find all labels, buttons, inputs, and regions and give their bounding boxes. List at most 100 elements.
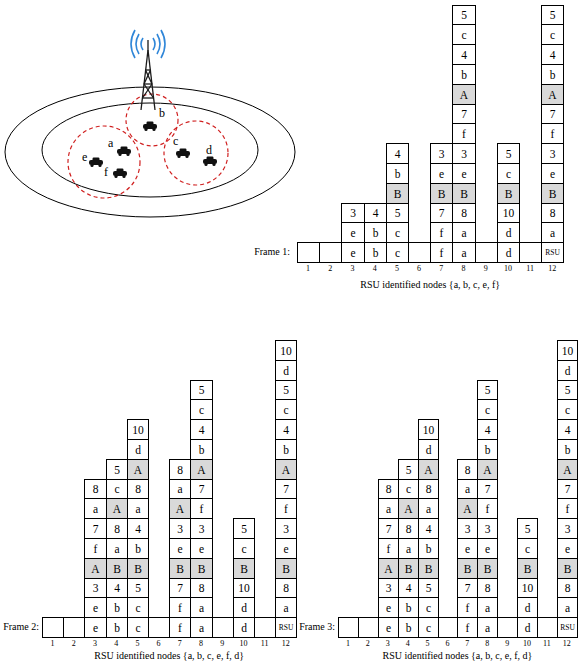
slot-number: 2 bbox=[63, 639, 84, 648]
grid-cell: e bbox=[541, 163, 564, 184]
grid-cell: b bbox=[127, 538, 149, 559]
cell-text: f bbox=[462, 128, 466, 140]
cell-text: b bbox=[426, 543, 432, 555]
cell-text: a bbox=[465, 483, 470, 495]
cell-text: b bbox=[135, 543, 141, 555]
grid-cell: a bbox=[190, 617, 213, 638]
grid-cell: 8 bbox=[127, 479, 149, 499]
inner-coverage-ring bbox=[42, 103, 258, 197]
cell-text: 4 bbox=[114, 582, 120, 594]
cell-text: 8 bbox=[406, 523, 412, 535]
cell-text: f bbox=[466, 602, 470, 614]
cell-text: e bbox=[350, 227, 355, 239]
grid-cell: b bbox=[418, 538, 439, 559]
cell-text: RSU bbox=[279, 622, 294, 634]
frame-label: Frame 3: bbox=[299, 621, 335, 633]
grid-cell: 3 bbox=[169, 518, 191, 539]
grid-cell: B bbox=[233, 558, 255, 579]
grid-cell: c bbox=[386, 222, 409, 243]
cell-text: 3 bbox=[93, 582, 99, 594]
grid-cell bbox=[297, 242, 320, 263]
grid-cell: b bbox=[398, 617, 419, 638]
grid-cell: 3 bbox=[557, 518, 578, 539]
grid-cell: e bbox=[341, 242, 365, 263]
cell-text: e bbox=[177, 543, 182, 555]
grid-cell: 4 bbox=[541, 44, 564, 65]
grid-cell: 5 bbox=[275, 380, 297, 400]
grid-cell: b bbox=[398, 597, 419, 618]
cell-text: e bbox=[465, 543, 470, 555]
grid-cell: c bbox=[275, 399, 297, 420]
grid-cell: 4 bbox=[557, 419, 578, 440]
grid-cell: a bbox=[477, 617, 498, 638]
cell-text: 10 bbox=[132, 424, 144, 436]
grid-cell: a bbox=[477, 597, 498, 618]
cell-text: c bbox=[461, 29, 466, 41]
cell-text: 7 bbox=[93, 523, 99, 535]
cell-text: a bbox=[461, 227, 466, 239]
cell-text: f bbox=[284, 503, 288, 515]
slot-number: 9 bbox=[497, 639, 517, 648]
grid-cell: c bbox=[541, 24, 564, 45]
cell-text: 8 bbox=[485, 582, 491, 594]
cell-text: 8 bbox=[114, 523, 120, 535]
cell-text: 5 bbox=[461, 9, 467, 21]
cell-text: 3 bbox=[485, 523, 491, 535]
grid-cell: a bbox=[84, 498, 107, 519]
cell-text: 3 bbox=[283, 523, 289, 535]
grid-cell: a bbox=[452, 242, 476, 263]
cluster-circle bbox=[164, 121, 228, 185]
grid-cell: d bbox=[557, 360, 578, 381]
grid-cell: 3 bbox=[275, 518, 297, 539]
grid-cell: B bbox=[517, 558, 538, 579]
cell-text: 5 bbox=[135, 582, 141, 594]
grid-cell: d bbox=[233, 597, 255, 618]
cell-text: 8 bbox=[465, 464, 471, 476]
grid-cell: a bbox=[457, 479, 478, 499]
cell-text: A bbox=[460, 89, 468, 101]
slot-number: 4 bbox=[364, 264, 386, 273]
cell-text: 3 bbox=[350, 207, 356, 219]
cell-text: 10 bbox=[503, 207, 515, 219]
grid-cell: A bbox=[190, 459, 213, 480]
grid-cell: RSU bbox=[541, 242, 564, 263]
wireless-waves bbox=[131, 30, 165, 58]
grid-cell: b bbox=[190, 439, 213, 460]
grid-cell: d bbox=[275, 360, 297, 381]
cell-text: d bbox=[241, 602, 247, 614]
cell-text: A bbox=[424, 464, 432, 476]
grid-cell: 5 bbox=[398, 459, 419, 480]
cell-text: f bbox=[466, 622, 470, 634]
grid-cell: 4 bbox=[364, 203, 387, 223]
grid-cell: e bbox=[452, 163, 476, 184]
cell-text: c bbox=[485, 404, 490, 416]
frame-caption: RSU identified nodes {a, b, c, e, f, d} bbox=[94, 650, 244, 662]
slot-number: 1 bbox=[42, 639, 63, 648]
slot-number: 11 bbox=[254, 639, 275, 648]
grid-cell: 4 bbox=[477, 419, 498, 440]
grid-cell: b bbox=[541, 64, 564, 85]
cell-text: b bbox=[461, 69, 467, 81]
cell-text: A bbox=[548, 89, 556, 101]
cell-text: 5 bbox=[506, 148, 512, 160]
cell-text: B bbox=[198, 563, 206, 575]
cell-text: A bbox=[563, 464, 571, 476]
cell-text: a bbox=[283, 602, 288, 614]
cell-text: B bbox=[240, 563, 248, 575]
cell-text: A bbox=[197, 464, 205, 476]
cell-text: 7 bbox=[465, 582, 471, 594]
grid-cell: B bbox=[457, 558, 478, 579]
grid-cell: 7 bbox=[557, 479, 578, 499]
slot-number: 10 bbox=[233, 639, 254, 648]
cell-text: d bbox=[135, 444, 141, 456]
grid-cell: c bbox=[497, 163, 520, 184]
grid-cell: c bbox=[418, 597, 439, 618]
cell-text: c bbox=[525, 543, 530, 555]
grid-cell: d bbox=[517, 597, 538, 618]
slot-number: 3 bbox=[378, 639, 398, 648]
grid-cell: 4 bbox=[398, 578, 419, 598]
grid-cell: 3 bbox=[452, 143, 476, 164]
slot-number: 4 bbox=[398, 639, 418, 648]
cell-text: 5 bbox=[241, 523, 247, 535]
